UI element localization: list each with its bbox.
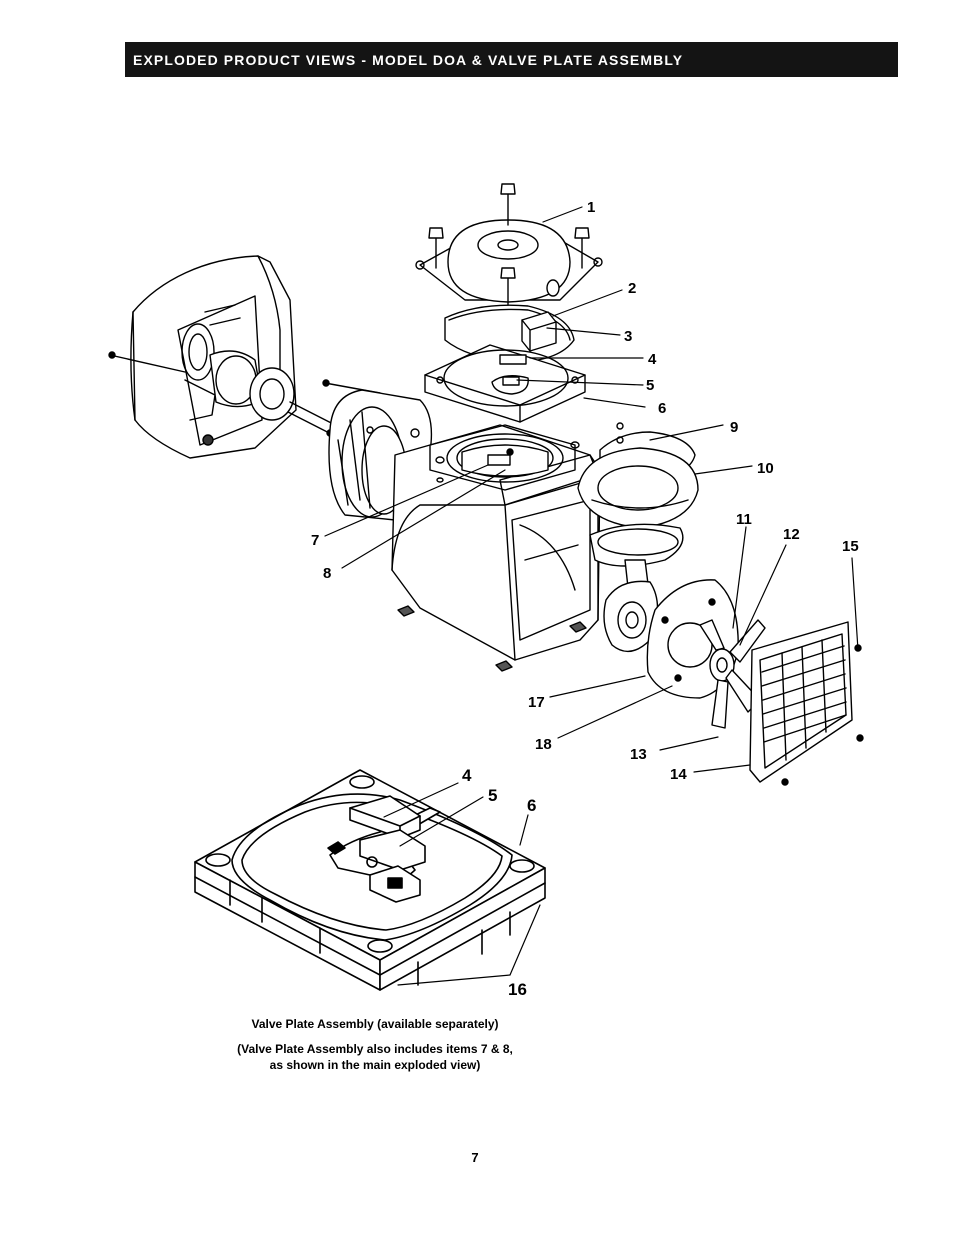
head-bolts <box>428 183 590 306</box>
callout-8: 8 <box>323 565 331 582</box>
callout-11: 11 <box>736 511 752 528</box>
callout-2: 2 <box>628 280 636 297</box>
callout-5: 5 <box>646 377 654 394</box>
mounting-feet <box>397 605 587 672</box>
section-title: EXPLODED PRODUCT VIEWS - MODEL DOA & VAL… <box>133 52 684 68</box>
callout-12: 12 <box>783 526 800 543</box>
callout-10: 10 <box>757 460 774 477</box>
callout-17: 17 <box>528 694 545 711</box>
inset-caption-line-3: as shown in the main exploded view) <box>269 1058 481 1072</box>
inset-callout-4: 4 <box>462 766 472 785</box>
page-number: 7 <box>471 1150 479 1165</box>
callout-3: 3 <box>624 328 632 345</box>
inset-callout-5: 5 <box>488 786 497 805</box>
callout-13: 13 <box>630 746 647 763</box>
callout-14: 14 <box>670 766 687 783</box>
inset-caption-line-1: Valve Plate Assembly (available separate… <box>251 1017 499 1031</box>
inset-leader-lines <box>383 782 541 986</box>
motor-nut <box>202 434 214 446</box>
connecting-rod <box>589 523 684 653</box>
inset-callout-6: 6 <box>527 796 536 815</box>
inset-callout-16: 16 <box>508 980 527 999</box>
section-header-bar: EXPLODED PRODUCT VIEWS - MODEL DOA & VAL… <box>125 42 898 77</box>
main-callout-numbers: 1 2 3 4 5 6 7 8 9 10 11 12 13 14 15 17 1… <box>311 199 859 783</box>
diaphragm <box>577 447 699 529</box>
filter-block <box>521 311 557 352</box>
rotor-shaft-assembly <box>209 350 346 441</box>
inset-callout-numbers: 4 5 6 16 <box>462 766 536 999</box>
callout-1: 1 <box>587 199 595 216</box>
valve-plate <box>424 344 586 423</box>
callout-6: 6 <box>658 400 666 417</box>
valve-plate-inset <box>194 769 546 991</box>
inset-caption-line-2: (Valve Plate Assembly also includes item… <box>237 1042 513 1056</box>
leader-lines <box>324 206 859 773</box>
fan-guard <box>749 621 853 783</box>
callout-7: 7 <box>311 532 319 549</box>
motor-through-bolt <box>108 351 186 373</box>
head-cover <box>415 219 603 303</box>
callout-18: 18 <box>535 736 552 753</box>
callout-15: 15 <box>842 538 859 555</box>
callout-4: 4 <box>648 351 657 368</box>
callout-9: 9 <box>730 419 738 436</box>
cylinder-sleeve <box>461 444 549 477</box>
fan-blades <box>699 619 766 729</box>
